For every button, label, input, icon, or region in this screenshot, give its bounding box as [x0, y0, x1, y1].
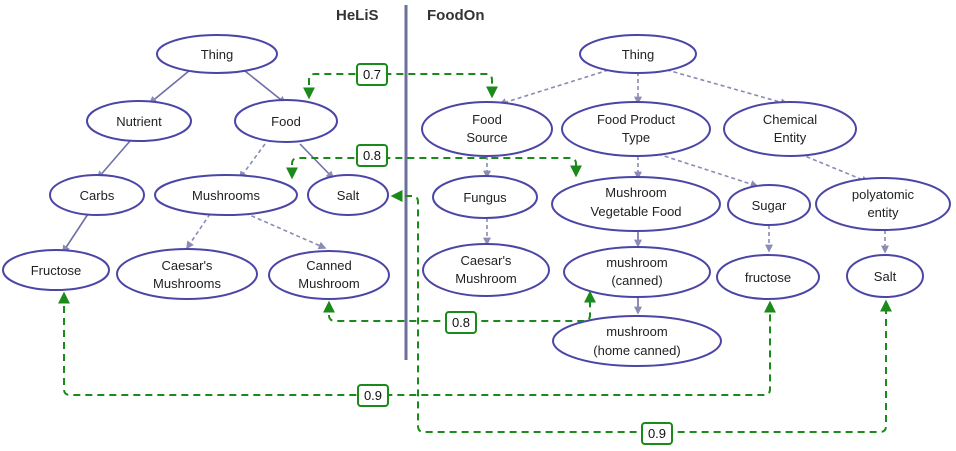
svg-text:Mushroom: Mushroom	[605, 185, 666, 200]
svg-text:Type: Type	[622, 130, 650, 145]
edge-thing-food	[239, 66, 287, 104]
svg-text:Salt: Salt	[874, 269, 897, 284]
foodon-node-salt: Salt	[846, 254, 924, 298]
match-line-salt-salt	[390, 190, 892, 433]
svg-text:0.8: 0.8	[363, 148, 381, 163]
svg-text:0.7: 0.7	[363, 67, 381, 82]
match-line-food-foodsource	[303, 73, 498, 100]
match-score-salt: 0.9	[641, 422, 673, 445]
match-score-canned: 0.8	[445, 311, 477, 334]
foodon-node-fungus: Fungus	[432, 175, 538, 219]
edge-thing-chemical	[659, 67, 789, 107]
foodon-node-caesars-mushroom: Caesar's Mushroom	[422, 243, 550, 297]
foodon-node-mushroom-canned: mushroom (canned)	[563, 246, 711, 298]
svg-text:entity: entity	[867, 205, 899, 220]
svg-text:Entity: Entity	[774, 130, 807, 145]
helis-node-caesars-mushrooms: Caesar's Mushrooms	[116, 248, 258, 300]
helis-edges	[62, 65, 335, 254]
edge-food-salt	[299, 143, 335, 180]
svg-text:Mushrooms: Mushrooms	[192, 188, 260, 203]
header-foodon: FoodOn	[427, 7, 484, 24]
helis-node-nutrient: Nutrient	[86, 100, 192, 142]
svg-text:Fungus: Fungus	[463, 190, 507, 205]
svg-text:fructose: fructose	[745, 270, 791, 285]
header-helis: HeLiS	[336, 7, 379, 24]
foodon-node-mushroom-home-canned: mushroom (home canned)	[552, 315, 722, 367]
helis-node-mushrooms: Mushrooms	[154, 174, 298, 216]
svg-text:Carbs: Carbs	[80, 188, 115, 203]
foodon-node-mushroom-vegetable-food: Mushroom Vegetable Food	[551, 176, 721, 232]
svg-text:0.9: 0.9	[648, 426, 666, 441]
svg-text:Salt: Salt	[337, 188, 360, 203]
svg-text:mushroom: mushroom	[606, 255, 667, 270]
foodon-node-thing: Thing	[579, 34, 697, 74]
edge-thing-foodsource	[498, 67, 616, 106]
svg-text:Thing: Thing	[622, 47, 655, 62]
foodon-node-food-source: Food Source	[421, 101, 553, 157]
svg-text:Fructose: Fructose	[31, 263, 82, 278]
helis-node-thing: Thing	[156, 34, 278, 74]
svg-text:Vegetable Food: Vegetable Food	[590, 204, 681, 219]
foodon-node-food-product-type: Food Product Type	[561, 101, 711, 157]
match-score-fructose: 0.9	[357, 384, 389, 407]
foodon-node-fructose: fructose	[716, 254, 820, 300]
svg-text:Caesar's: Caesar's	[461, 253, 512, 268]
edge-mushrooms-canned	[244, 212, 327, 250]
svg-text:0.9: 0.9	[364, 388, 382, 403]
svg-text:Food: Food	[472, 112, 502, 127]
svg-text:Food Product: Food Product	[597, 112, 675, 127]
svg-text:(home canned): (home canned)	[593, 343, 680, 358]
svg-text:0.8: 0.8	[452, 315, 470, 330]
helis-node-food: Food	[234, 99, 338, 143]
edge-chemical-polyatomic	[799, 153, 870, 184]
edge-food-mushrooms	[239, 143, 266, 180]
match-line-fructose-fructose	[58, 291, 776, 396]
match-score-mushrooms: 0.8	[356, 144, 388, 167]
foodon-node-sugar: Sugar	[727, 184, 811, 226]
match-line-mushrooms-mushroomveg	[286, 157, 582, 180]
helis-node-fructose: Fructose	[2, 249, 110, 291]
svg-text:Mushroom: Mushroom	[455, 271, 516, 286]
foodon-node-chemical-entity: Chemical Entity	[723, 101, 857, 157]
edge-nutrient-carbs	[96, 140, 131, 180]
foodon-node-polyatomic-entity: polyatomic entity	[815, 177, 951, 231]
svg-text:Nutrient: Nutrient	[116, 114, 162, 129]
svg-text:(canned): (canned)	[611, 273, 662, 288]
edge-foodproduct-sugar	[657, 153, 759, 188]
helis-node-salt: Salt	[307, 174, 389, 216]
svg-text:Sugar: Sugar	[752, 198, 787, 213]
edge-carbs-fructose	[62, 213, 89, 254]
edge-thing-nutrient	[148, 65, 196, 105]
svg-text:Caesar's: Caesar's	[162, 258, 213, 273]
svg-text:mushroom: mushroom	[606, 324, 667, 339]
svg-text:Canned: Canned	[306, 258, 352, 273]
svg-text:Chemical: Chemical	[763, 112, 817, 127]
svg-text:Mushrooms: Mushrooms	[153, 276, 221, 291]
svg-text:Source: Source	[466, 130, 507, 145]
edge-mushrooms-caesars	[186, 213, 211, 250]
helis-node-canned-mushroom: Canned Mushroom	[268, 250, 390, 300]
match-score-food: 0.7	[356, 63, 388, 86]
svg-text:Thing: Thing	[201, 47, 234, 62]
svg-text:polyatomic: polyatomic	[852, 187, 915, 202]
helis-node-carbs: Carbs	[49, 174, 145, 216]
svg-text:Food: Food	[271, 114, 301, 129]
svg-text:Mushroom: Mushroom	[298, 276, 359, 291]
